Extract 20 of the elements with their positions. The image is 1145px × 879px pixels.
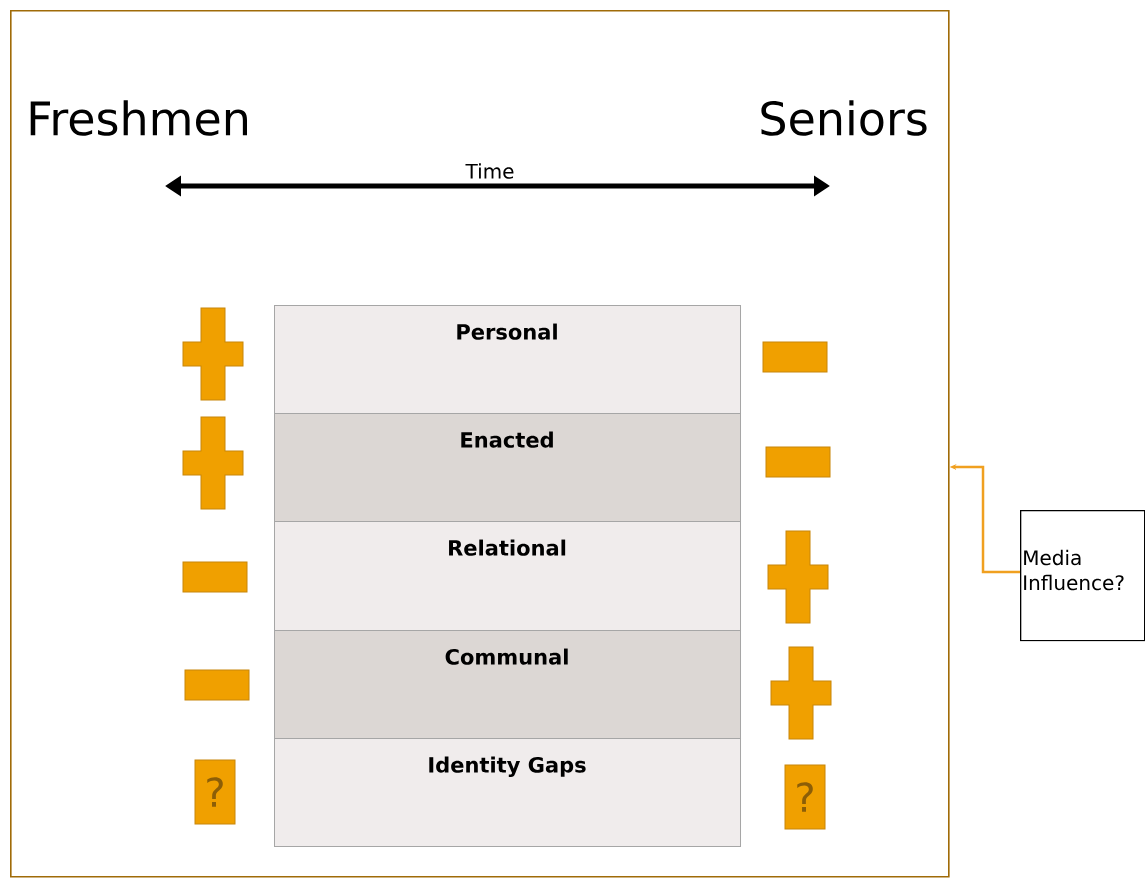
heading: Seniors (761, 100, 927, 136)
layer-band: Communal (274, 630, 741, 739)
text-box: Media Influence? (1020, 510, 1145, 642)
plus-sign (182, 307, 244, 401)
layer-band: Identity Gaps (274, 738, 741, 847)
minus-sign (184, 669, 250, 701)
plus-sign (182, 416, 244, 510)
minus-sign (182, 561, 248, 593)
question-box: ? (784, 764, 826, 830)
layer-band: Enacted (274, 413, 741, 522)
heading: Freshmen (30, 100, 247, 136)
axis-label: Time (465, 163, 514, 179)
plus-sign (767, 530, 829, 624)
minus-sign (765, 446, 831, 478)
frame (10, 10, 950, 878)
plus-sign (770, 646, 832, 740)
question-box: ? (194, 759, 236, 825)
layer-band: Relational (274, 521, 741, 631)
layer-band: Personal (274, 305, 741, 414)
minus-sign (762, 341, 828, 373)
